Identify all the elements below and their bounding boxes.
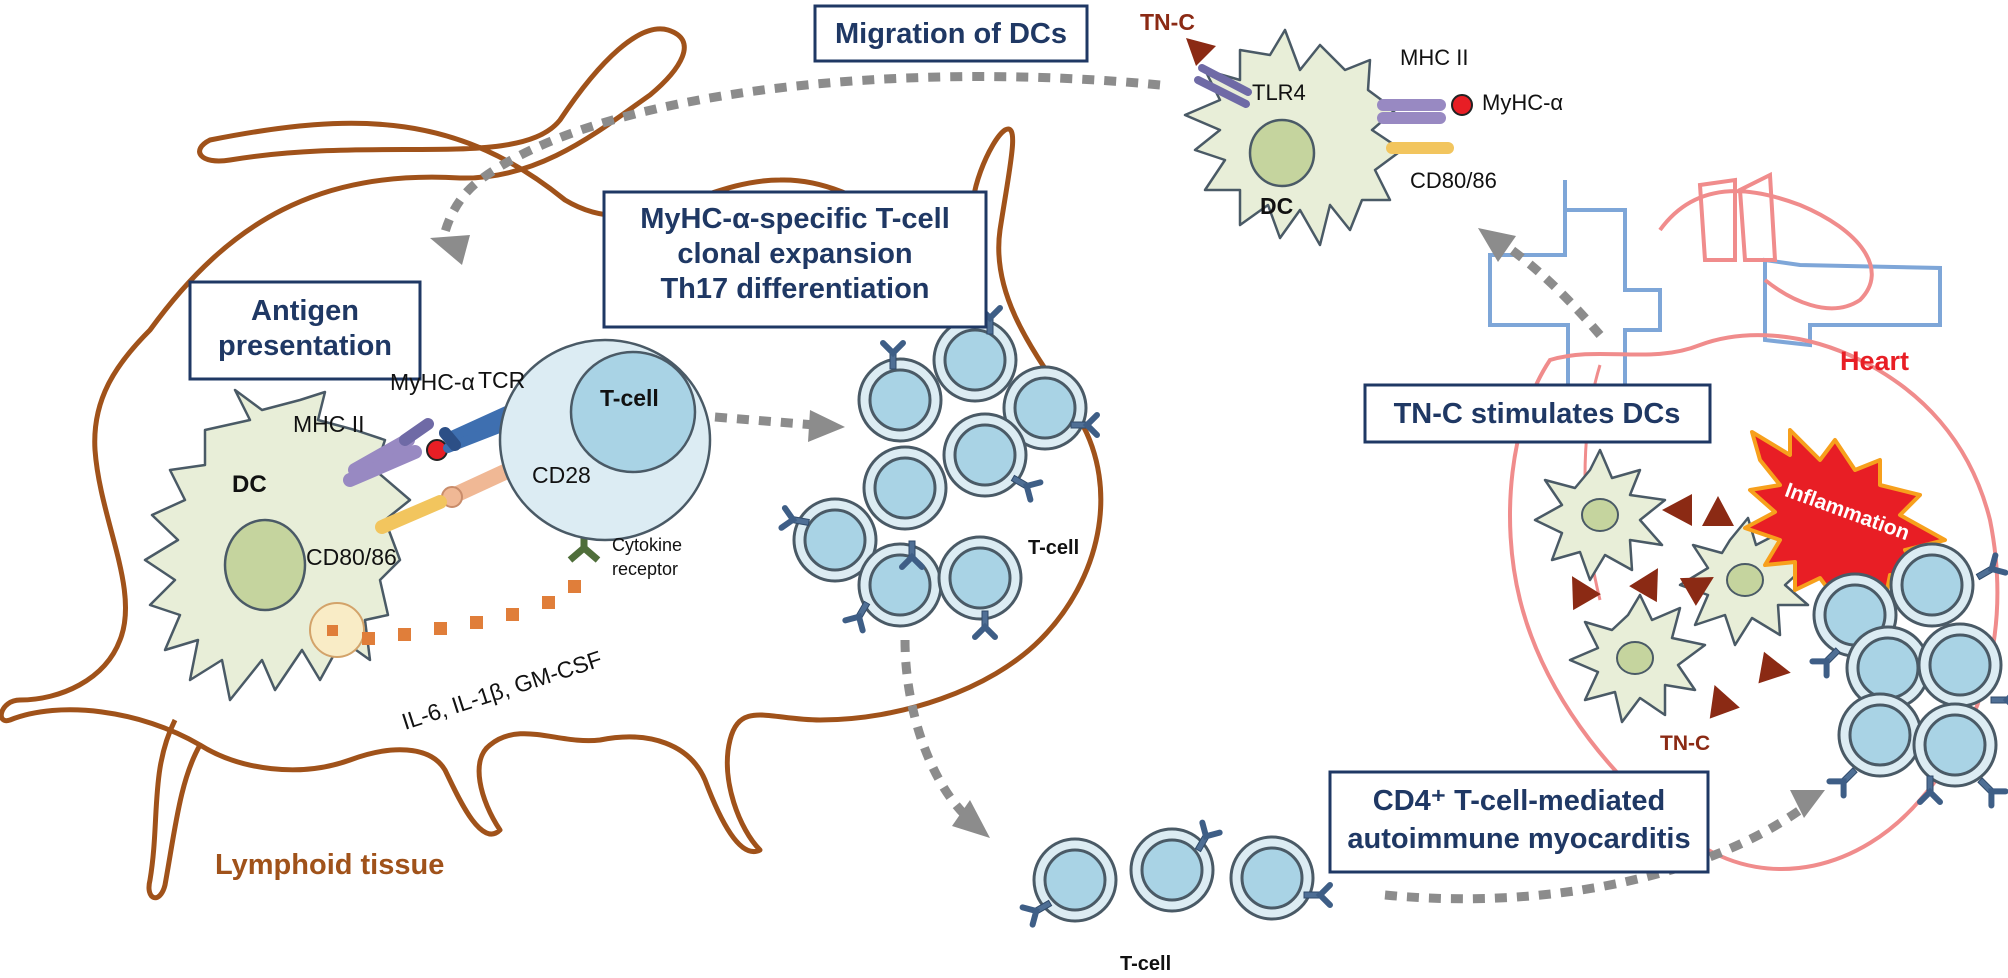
mhc2-label: MHC II bbox=[293, 411, 365, 437]
mhc2-molecule bbox=[343, 418, 434, 487]
cd4-label-line2: autoimmune myocarditis bbox=[1347, 823, 1690, 855]
cd4-label-line1: CD4⁺ T-cell-mediated bbox=[1373, 785, 1666, 817]
dc-label: DC bbox=[232, 471, 267, 498]
mhc2-molecule-top bbox=[1377, 99, 1446, 124]
dendritic-cell-migrating bbox=[1183, 28, 1404, 247]
tcell-cluster-label: T-cell bbox=[1028, 537, 1079, 559]
dendritic-cell-heart-3 bbox=[1568, 593, 1707, 724]
tnc-triangle-top bbox=[1186, 38, 1216, 66]
cd4-myocarditis-box: CD4⁺ T-cell-mediated autoimmune myocardi… bbox=[1328, 770, 1710, 874]
expansion-label-line1: MyHC-α-specific T-cell bbox=[640, 203, 950, 235]
migration-arrow bbox=[430, 72, 1161, 265]
tcell-bottom-label: T-cell bbox=[1120, 953, 1171, 975]
cd80-86-label-top: CD80/86 bbox=[1410, 168, 1497, 193]
heart-to-dc-arrow bbox=[1478, 228, 1604, 338]
migration-box: Migration of DCs bbox=[813, 4, 1089, 63]
expansion-label-line3: Th17 differentiation bbox=[660, 273, 929, 305]
tnc-label-heart: TN-C bbox=[1660, 732, 1710, 755]
tcr-label: TCR bbox=[478, 367, 525, 393]
cd80-86-molecule bbox=[375, 495, 447, 534]
heart-label: Heart bbox=[1840, 346, 1909, 376]
myhc-label-top: MyHC-α bbox=[1482, 90, 1563, 115]
tnc-label-top: TN-C bbox=[1140, 9, 1195, 35]
inflammation-burst bbox=[1743, 428, 1947, 607]
cytokine-particles bbox=[362, 580, 581, 645]
tnc-stimulates-label: TN-C stimulates DCs bbox=[1394, 398, 1681, 430]
cytokines-label: IL-6, IL-1β, GM-CSF bbox=[399, 646, 606, 735]
expansion-box: MyHC-α-specific T-cell clonal expansion … bbox=[602, 190, 988, 329]
migration-label: Migration of DCs bbox=[835, 18, 1067, 50]
cytokine-receptor-line2: receptor bbox=[612, 559, 678, 579]
lymphoid-tissue-label: Lymphoid tissue bbox=[215, 849, 444, 881]
migration-down-arrow bbox=[900, 639, 990, 838]
to-heart-arrow bbox=[1384, 790, 1825, 904]
t-cell-lymphoid bbox=[498, 338, 712, 542]
tnc-stimulates-box: TN-C stimulates DCs bbox=[1363, 383, 1712, 444]
dendritic-cell-lymphoid bbox=[143, 388, 412, 702]
tlr4-label: TLR4 bbox=[1252, 80, 1306, 105]
myhc-antigen-dot-top bbox=[1451, 94, 1473, 116]
antigen-label-line1: Antigen bbox=[251, 295, 359, 327]
expansion-label-line2: clonal expansion bbox=[677, 238, 912, 270]
t-cell-cluster bbox=[781, 308, 1097, 637]
expansion-arrow bbox=[714, 410, 845, 442]
myhc-label: MyHC-α bbox=[390, 369, 475, 395]
lymphoid-tissue-outline bbox=[0, 26, 1104, 900]
tlr4-receptor bbox=[1194, 64, 1252, 108]
cd28-label: CD28 bbox=[532, 462, 591, 488]
antigen-presentation-box: Antigen presentation bbox=[188, 280, 422, 381]
t-cells-heart bbox=[1812, 542, 2008, 806]
tcell-label: T-cell bbox=[600, 385, 659, 411]
mhc2-label-top: MHC II bbox=[1400, 45, 1468, 70]
cytokine-receptor-line1: Cytokine bbox=[612, 535, 682, 555]
t-cells-bottom bbox=[1023, 823, 1330, 925]
dc-label-top: DC bbox=[1260, 193, 1293, 219]
cd80-86-label: CD80/86 bbox=[306, 544, 397, 570]
antigen-label-line2: presentation bbox=[218, 330, 392, 362]
dendritic-cell-heart-1 bbox=[1533, 448, 1667, 582]
